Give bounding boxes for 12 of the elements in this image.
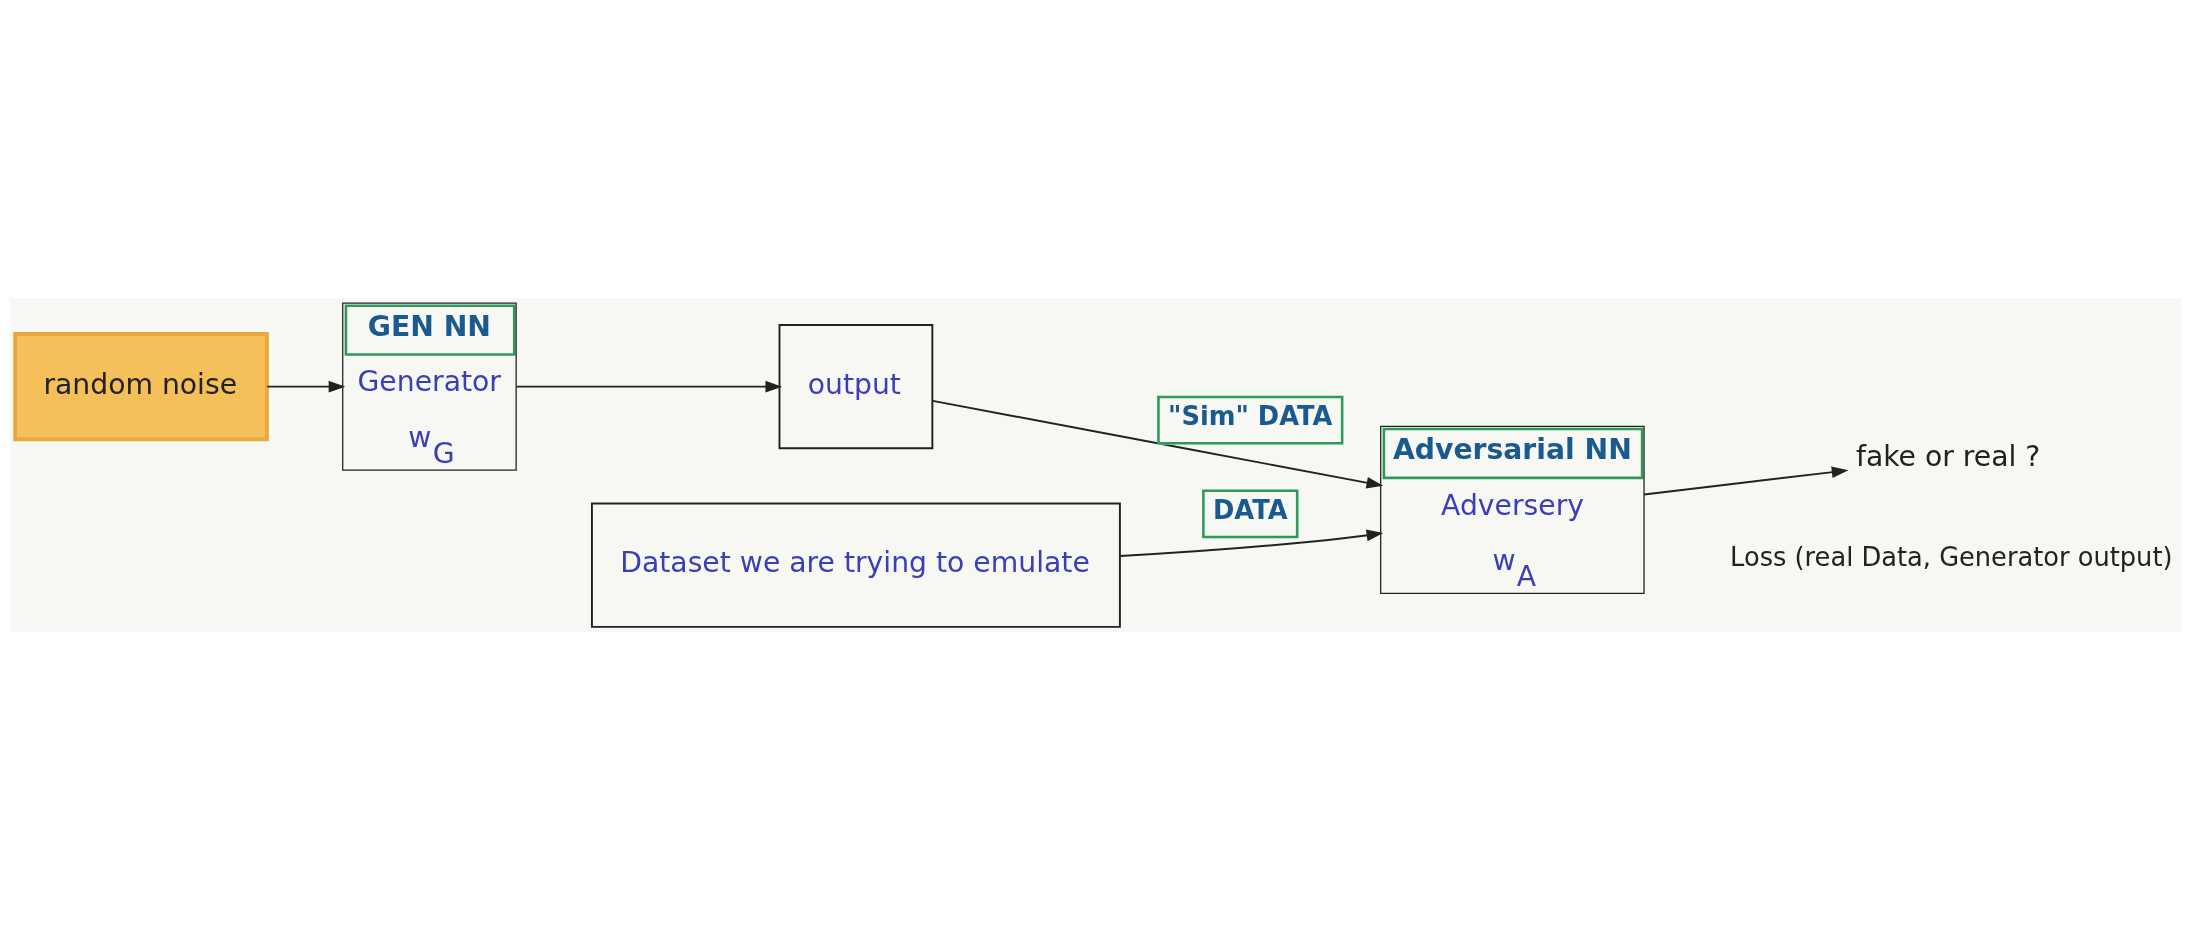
node-box: Dataset we are trying to emulate xyxy=(590,502,1121,628)
arrow xyxy=(1643,465,1849,495)
edge-label: "Sim" DATA xyxy=(1168,400,1333,431)
node-box: random noise xyxy=(13,331,269,441)
label: Loss (real Data, Generator output) xyxy=(1730,541,2173,572)
arrow xyxy=(1119,529,1384,557)
arrow xyxy=(931,399,1384,488)
node-text: fake or real ? xyxy=(1855,439,2041,473)
arrow xyxy=(515,380,783,392)
edge-label: DATA xyxy=(1213,494,1288,525)
node-box: output xyxy=(778,323,934,449)
arrow xyxy=(266,380,346,392)
